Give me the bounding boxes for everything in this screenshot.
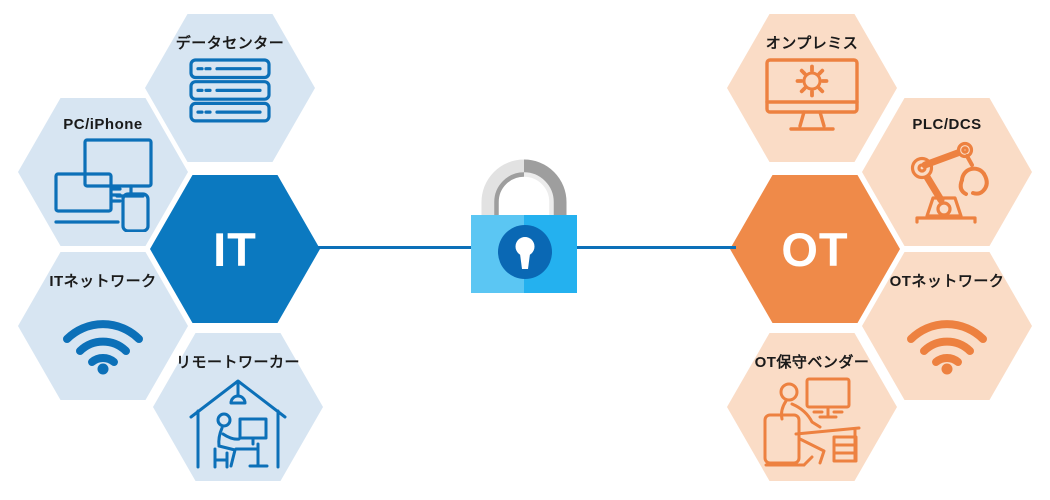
node-pc-iphone: PC/iPhone [18,98,188,246]
node-on-premise: オンプレミス [727,14,897,162]
node-datacenter: データセンター [145,14,315,162]
padlock-icon [471,159,577,293]
node-label: データセンター [175,35,285,52]
node-label: ITネットワーク [49,273,157,290]
hub-ot: OT [730,175,900,323]
node-label: OT保守ベンダー [754,354,870,371]
wifi-icon [63,320,143,375]
node-it-network: ITネットワーク [18,252,188,400]
node-label: PC/iPhone [63,116,143,133]
monitor-gear-icon [765,58,859,131]
hub-it-label: IT [213,222,257,276]
maintenance-vendor-icon [763,377,861,467]
remote-worker-icon [189,379,287,469]
hub-it: IT [150,175,320,323]
server-stack-icon [189,58,271,123]
robot-arm-icon [910,141,989,224]
node-remote-worker: リモートワーカー [153,333,323,481]
hub-ot-label: OT [781,222,849,276]
node-label: PLC/DCS [912,116,982,133]
node-ot-network: OTネットワーク [862,252,1032,400]
node-label: OTネットワーク [889,273,1005,290]
wifi-icon [907,320,987,375]
devices-icon [54,138,153,232]
node-ot-maintenance-vendor: OT保守ベンダー [727,333,897,481]
node-label: リモートワーカー [175,354,300,371]
node-plc-dcs: PLC/DCS [862,98,1032,246]
node-label: オンプレミス [765,35,859,52]
